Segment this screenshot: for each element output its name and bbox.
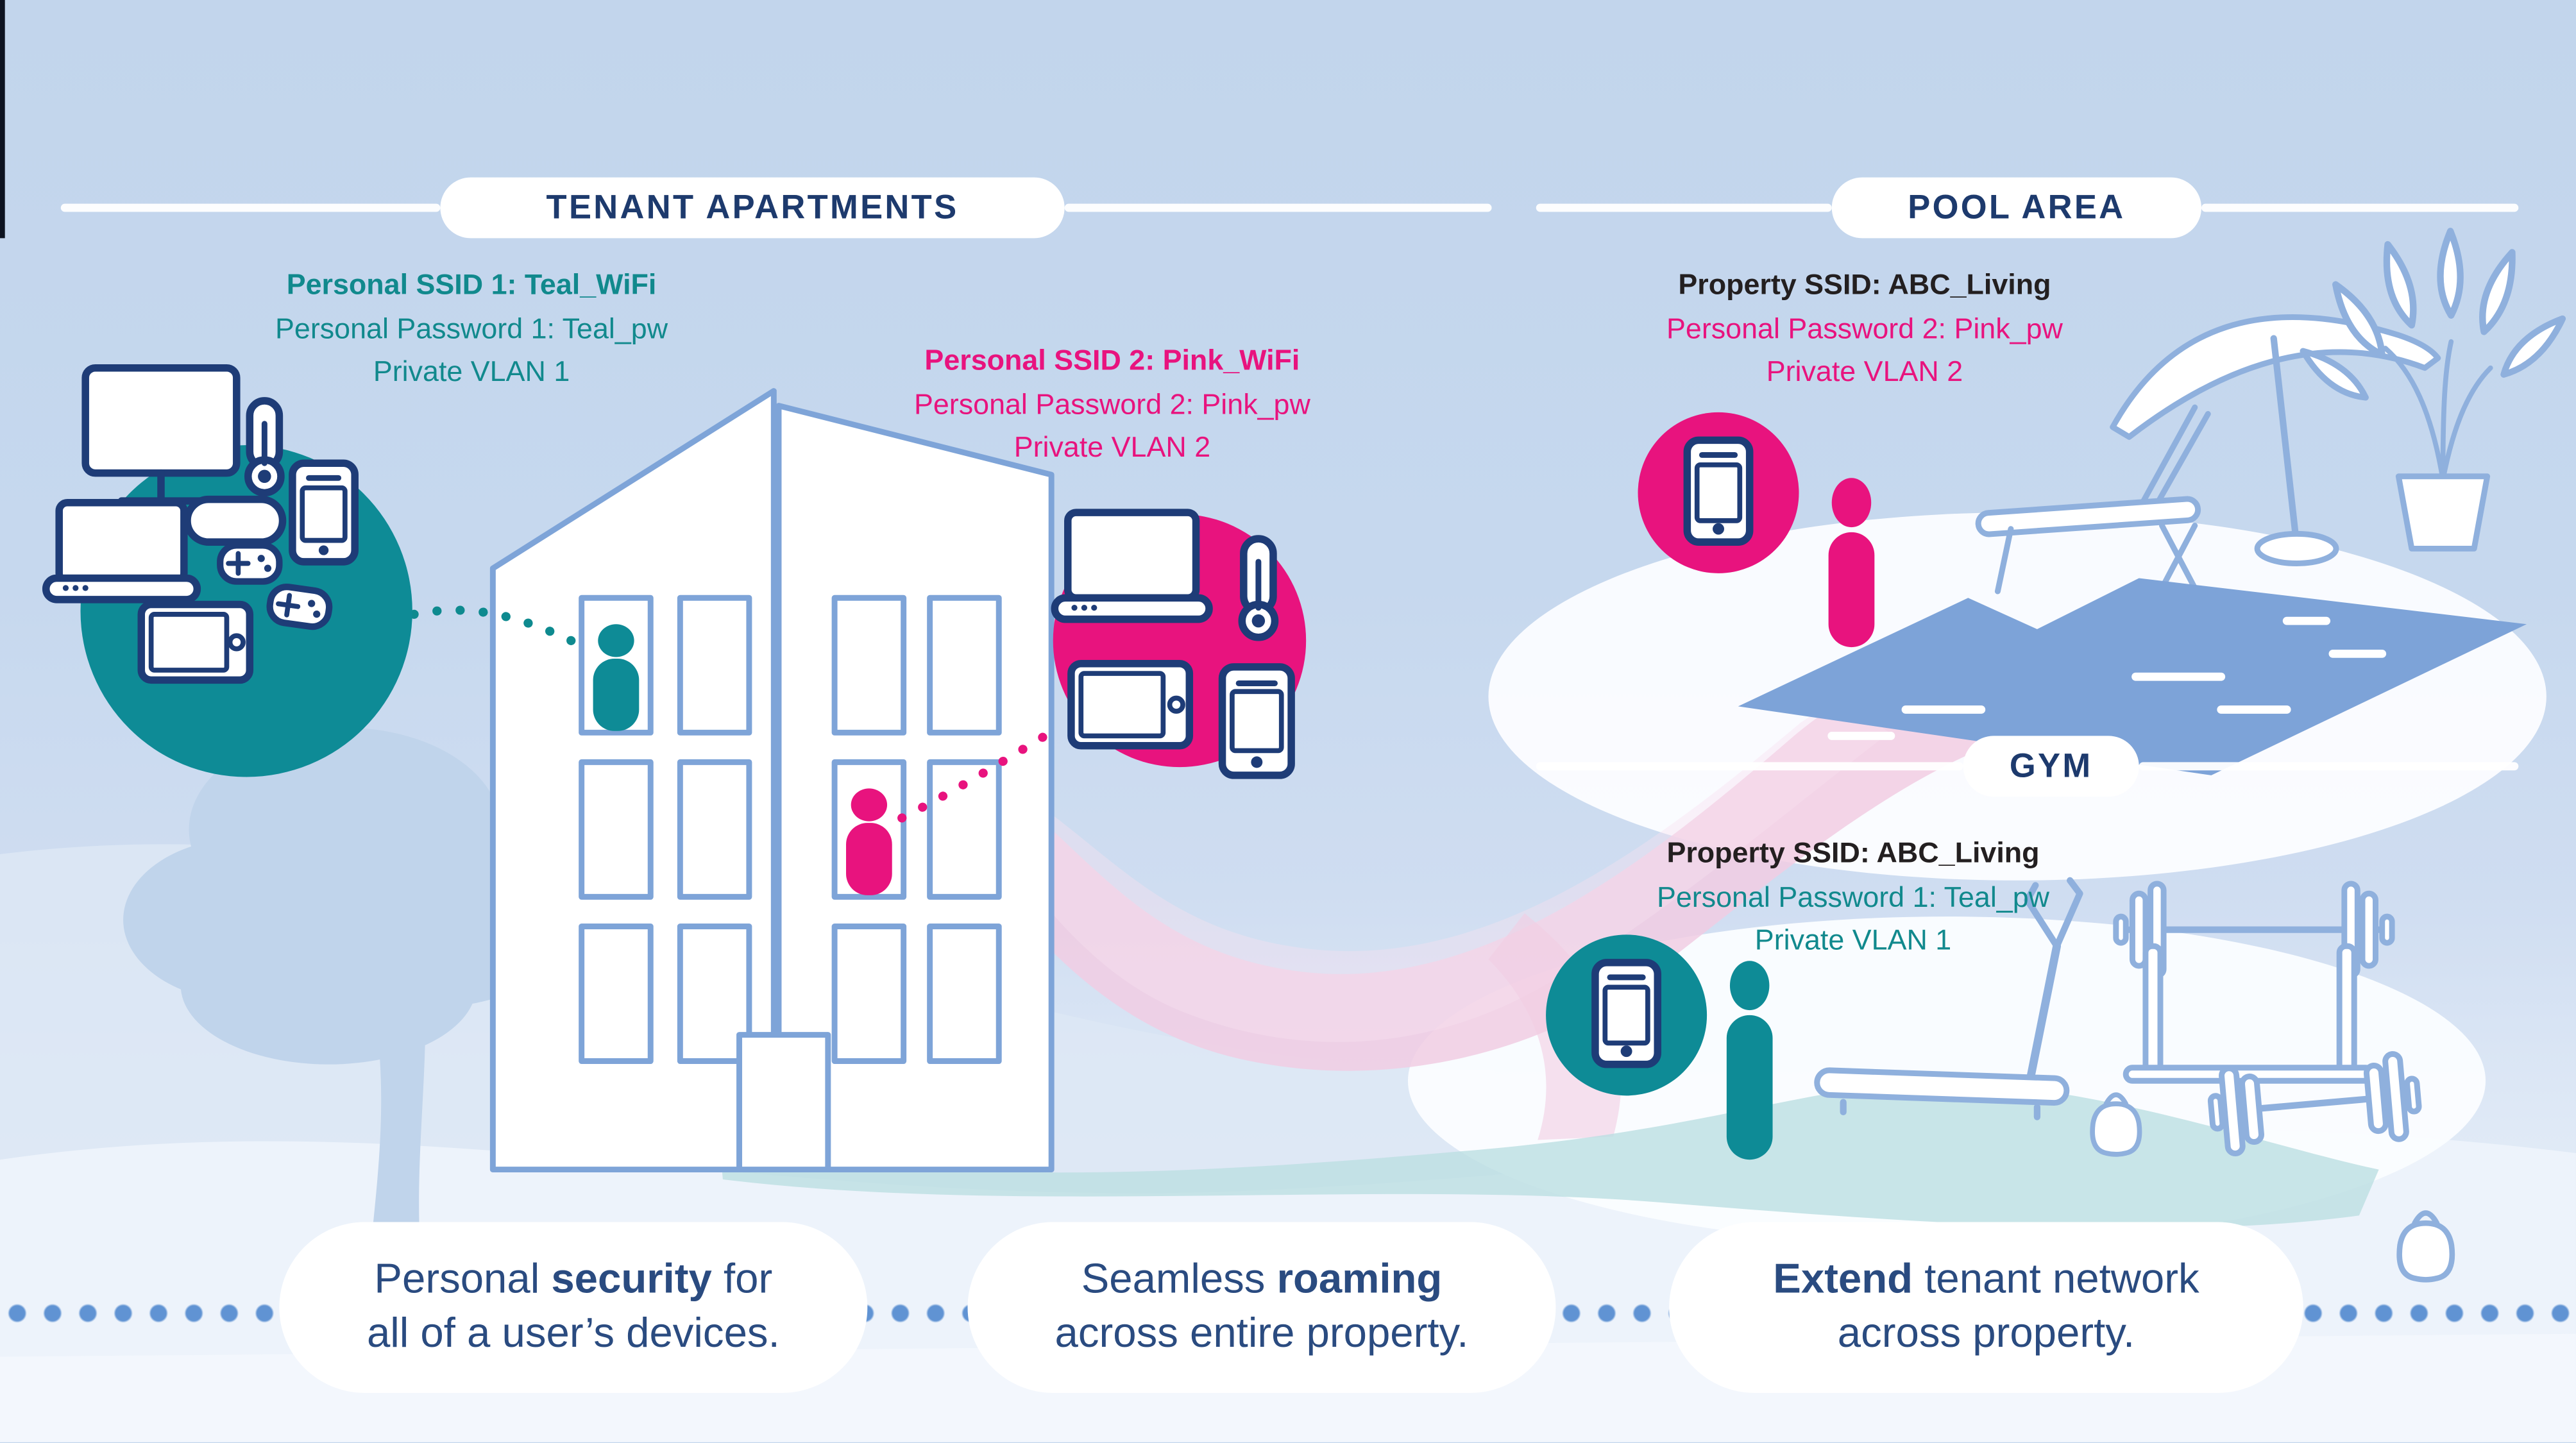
kettlebell-icon [2090,1092,2455,1283]
section-title: GYM [2009,747,2093,784]
benefit-line2: all of a user’s devices. [366,1310,780,1357]
vlan-label: Private VLAN 1 [373,355,570,388]
password-label: Personal Password 1: Teal_pw [275,311,668,344]
vlan-label: Private VLAN 2 [1013,430,1211,464]
pool-area-title-pill: POOL AREA [1831,177,2202,239]
benefit-line1: Personal security for [374,1256,773,1303]
vlan-label: Private VLAN 1 [1754,923,1952,956]
section-title: TENANT APARTMENTS [546,188,959,226]
gamepad-icon [266,583,333,630]
teal-roaming-ribbon [719,1082,2379,1229]
tablet-icon [1067,659,1194,750]
tenant-apartments-title-pill: TENANT APARTMENTS [440,177,1065,239]
teal-network-info: Personal SSID 1: Teal_WiFi Personal Pass… [176,263,767,394]
teal-tenant-person-icon [593,624,640,731]
password-label: Personal Password 1: Teal_pw [1656,879,2050,913]
apartment-building [489,388,1055,1173]
laptop-icon [1051,509,1213,623]
pink-device-circle [1051,509,1307,779]
benefit-line2: across property. [1837,1310,2135,1357]
gym-title-pill: GYM [1963,736,2139,797]
gym-access-point [1546,934,1773,1160]
benefit-bubble-extend: Extend tenant network across property. [1669,1222,2303,1393]
divider-line [1536,762,1963,770]
divider-line [60,203,441,212]
plant-icon [2300,228,2566,552]
smartphone-icon [1591,959,1662,1068]
teal-wifi-dotted-link [409,605,597,655]
benefit-line2: across entire property. [1055,1310,1469,1357]
password-label: Personal Password 2: Pink_pw [913,387,1310,420]
tablet-icon [137,600,254,684]
screen-edge-artifact [0,0,5,239]
teal-device-circle [42,364,412,777]
divider-line [1536,203,1832,212]
lounge-chair-icon [1975,404,2211,595]
umbrella-icon [2110,314,2441,566]
building-door [736,1032,831,1173]
barbell-rack-icon [2113,881,2395,1084]
pink-wifi-dotted-link [897,722,1066,823]
pool-access-point [1638,412,1875,648]
remote-icon [183,495,287,546]
building-windows [579,595,1002,1065]
benefit-line1: Seamless roaming [1081,1256,1443,1303]
person-icon [1828,478,1875,648]
divider-line [2201,203,2519,212]
smartphone-icon [289,459,359,566]
password-label: Personal Password 2: Pink_pw [1666,311,2063,344]
pool-network-info: Property SSID: ABC_Living Personal Passw… [1569,263,2160,394]
vlan-label: Private VLAN 2 [1766,355,1963,388]
section-title: POOL AREA [1908,188,2126,226]
thermostat-icon [244,397,285,497]
ssid-label: Property SSID: ABC_Living [1678,267,2051,301]
treadmill-icon [1814,877,2083,1120]
laptop-icon [42,498,201,603]
pink-network-info: Personal SSID 2: Pink_WiFi Personal Pass… [817,339,1408,469]
smartphone-icon [1683,436,1754,546]
pink-tenant-person-icon [846,788,892,895]
ssid-label: Property SSID: ABC_Living [1666,836,2040,869]
ssid-label: Personal SSID 2: Pink_WiFi [924,343,1300,376]
person-icon [1726,961,1773,1160]
gym-scene [1814,877,2455,1283]
monitor-icon [81,364,241,505]
dumbbell-icon [2207,1051,2422,1157]
smartphone-icon [1218,663,1295,779]
ssid-label: Personal SSID 1: Teal_WiFi [286,267,657,301]
gym-network-info: Property SSID: ABC_Living Personal Passw… [1557,831,2149,962]
benefit-bubble-roaming: Seamless roaming across entire property. [967,1222,1556,1393]
divider-line [2139,762,2519,770]
benefit-line1: Extend tenant network [1773,1256,2199,1303]
divider-line [1064,203,1492,212]
thermostat-icon [1238,535,1279,641]
gamepad-icon [217,542,283,585]
benefit-bubble-security: Personal security for all of a user’s de… [279,1222,868,1393]
pool-scene [1738,228,2566,775]
tree-icon [123,727,575,1257]
